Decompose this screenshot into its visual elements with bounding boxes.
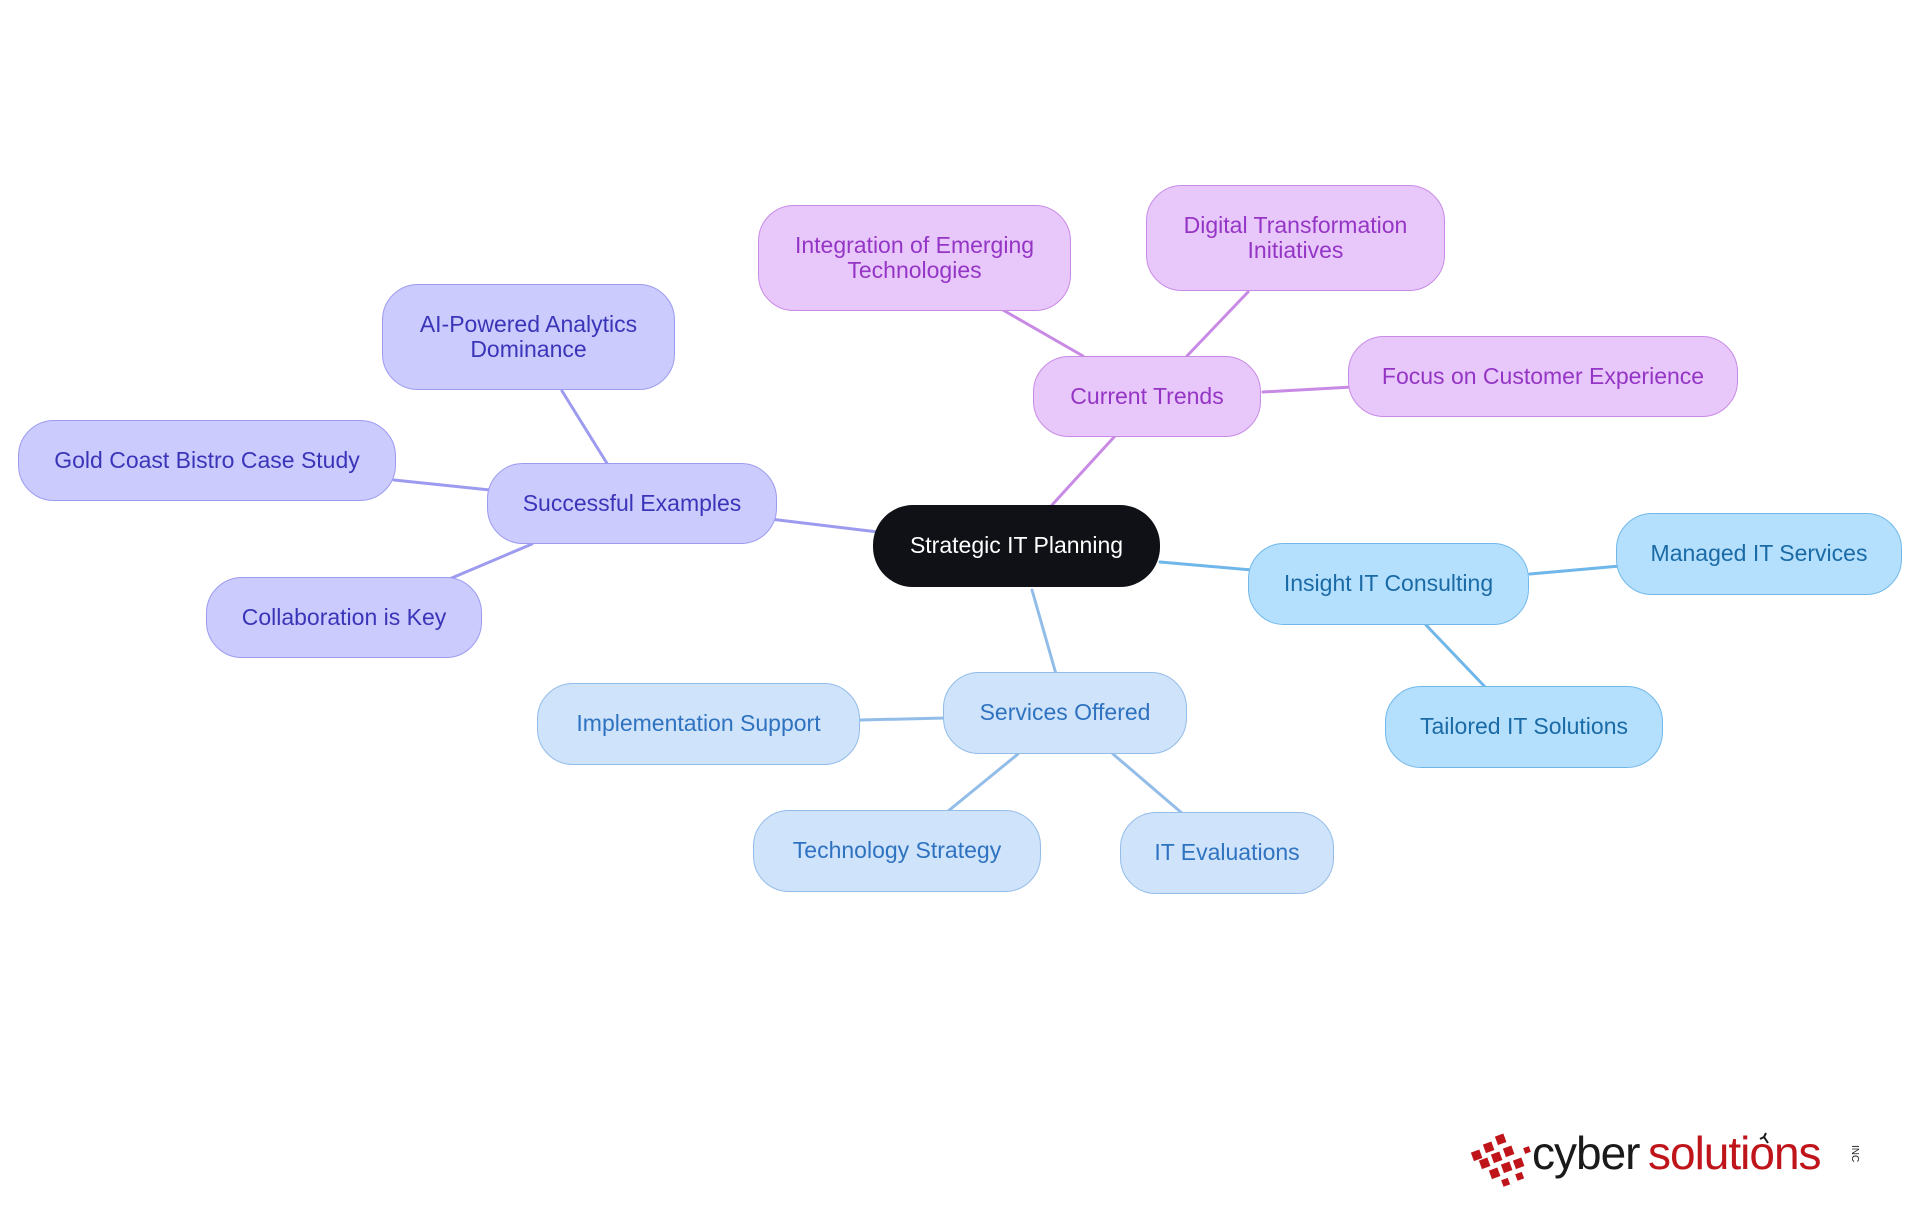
customer-experience-node[interactable]: Focus on Customer Experience: [1348, 336, 1738, 417]
edge-root-current-trends: [1050, 434, 1117, 507]
insight-consulting-node[interactable]: Insight IT Consulting: [1248, 543, 1529, 625]
edge-root-successful-examples: [768, 517, 880, 534]
edge-trends-customer: [1261, 385, 1354, 394]
edge-successful-collab: [445, 542, 534, 582]
edge-insight-tailored: [1424, 623, 1490, 692]
logo-arrow-icon: [1759, 1132, 1769, 1144]
technology-strategy-node[interactable]: Technology Strategy: [753, 810, 1041, 892]
edge-root-insight: [1158, 560, 1254, 572]
technology-strategy-label: Technology Strategy: [792, 837, 1002, 864]
it-evaluations-label: IT Evaluations: [1154, 839, 1300, 866]
root-node[interactable]: Strategic IT Planning: [873, 505, 1160, 587]
services-offered-label: Services Offered: [979, 699, 1151, 726]
current-trends-node[interactable]: Current Trends: [1033, 356, 1261, 437]
successful-examples-label: Successful Examples: [522, 489, 742, 516]
successful-examples-node[interactable]: Successful Examples: [487, 463, 777, 544]
edge-trends-digital: [1185, 290, 1250, 358]
insight-consulting-label: Insight IT Consulting: [1283, 570, 1494, 597]
services-offered-node[interactable]: Services Offered: [943, 672, 1187, 754]
ai-analytics-label: AI-Powered Analytics Dominance: [419, 310, 638, 362]
edge-successful-ai: [560, 389, 610, 467]
tailored-solutions-node[interactable]: Tailored IT Solutions: [1385, 686, 1663, 768]
current-trends-label: Current Trends: [1070, 382, 1224, 409]
ai-analytics-node[interactable]: AI-Powered Analytics Dominance: [382, 284, 675, 390]
integration-label: Integration of Emerging Technologies: [794, 231, 1035, 283]
tailored-solutions-label: Tailored IT Solutions: [1420, 713, 1628, 740]
edge-successful-gold: [392, 478, 492, 492]
edge-services-evaluations: [1111, 752, 1185, 816]
implementation-support-label: Implementation Support: [576, 710, 821, 737]
edge-services-technology: [945, 752, 1020, 814]
cybersolutions-logo: cyber solutions INC: [1470, 1127, 1860, 1187]
logo-word-solutions: solutions: [1648, 1127, 1821, 1179]
logo-pixel-mark-icon: [1470, 1133, 1531, 1187]
edge-services-implementation: [858, 716, 948, 722]
edge-root-services: [1030, 588, 1058, 676]
it-evaluations-node[interactable]: IT Evaluations: [1120, 812, 1334, 894]
customer-experience-label: Focus on Customer Experience: [1381, 362, 1705, 389]
managed-services-label: Managed IT Services: [1650, 540, 1868, 567]
logo-inc-suffix: INC: [1849, 1145, 1860, 1162]
managed-services-node[interactable]: Managed IT Services: [1616, 513, 1902, 595]
digital-transformation-node[interactable]: Digital Transformation Initiatives: [1146, 185, 1445, 291]
collaboration-node[interactable]: Collaboration is Key: [206, 577, 482, 658]
edge-insight-managed: [1528, 564, 1622, 576]
digital-transformation-label: Digital Transformation Initiatives: [1183, 211, 1408, 263]
logo-word-cyber: cyber: [1532, 1127, 1640, 1179]
gold-coast-node[interactable]: Gold Coast Bistro Case Study: [18, 420, 396, 501]
implementation-support-node[interactable]: Implementation Support: [537, 683, 860, 765]
gold-coast-label: Gold Coast Bistro Case Study: [54, 446, 360, 473]
collaboration-label: Collaboration is Key: [241, 603, 447, 630]
edge-trends-integration: [1001, 308, 1085, 358]
root-node-label: Strategic IT Planning: [909, 532, 1124, 559]
integration-node[interactable]: Integration of Emerging Technologies: [758, 205, 1071, 311]
